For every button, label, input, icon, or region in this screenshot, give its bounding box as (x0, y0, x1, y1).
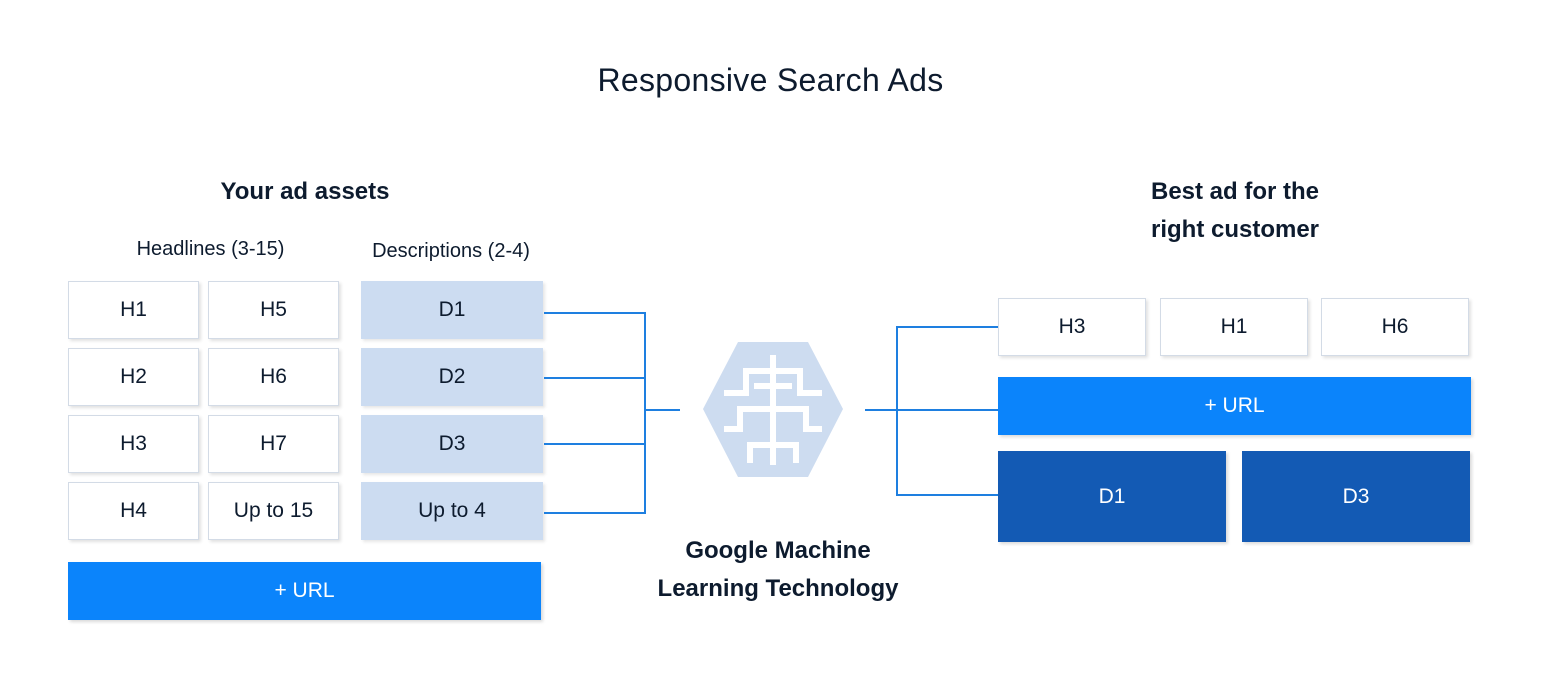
description-box: D2 (361, 348, 543, 406)
diagram-title: Responsive Search Ads (597, 62, 944, 98)
left-url-bar: + URL (68, 562, 541, 620)
headlines-label: Headlines (3-15) (136, 238, 285, 260)
description-box: D3 (361, 415, 543, 473)
description-box: Up to 4 (361, 482, 543, 540)
headline-box: H6 (208, 348, 339, 406)
ml-caption-line2: Learning Technology (657, 575, 899, 602)
right-section-title-line1: Best ad for the (1150, 178, 1320, 205)
headline-box: H1 (68, 281, 199, 339)
headline-box: H7 (208, 415, 339, 473)
result-description-box: D1 (998, 451, 1226, 542)
headline-box: H5 (208, 281, 339, 339)
result-headline-box: H1 (1160, 298, 1308, 356)
ml-caption-line1: Google Machine (685, 537, 871, 564)
description-box: D1 (361, 281, 543, 339)
headline-box: H3 (68, 415, 199, 473)
headline-box: H4 (68, 482, 199, 540)
left-section-title: Your ad assets (220, 178, 390, 205)
right-section-title-line2: right customer (1150, 216, 1320, 243)
result-description-box: D3 (1242, 451, 1470, 542)
result-headline-box: H6 (1321, 298, 1469, 356)
descriptions-label: Descriptions (2-4) (372, 240, 530, 262)
result-headline-box: H3 (998, 298, 1146, 356)
headline-box: H2 (68, 348, 199, 406)
brain-chip-icon (703, 342, 843, 477)
right-url-bar: + URL (998, 377, 1471, 435)
headline-box: Up to 15 (208, 482, 339, 540)
